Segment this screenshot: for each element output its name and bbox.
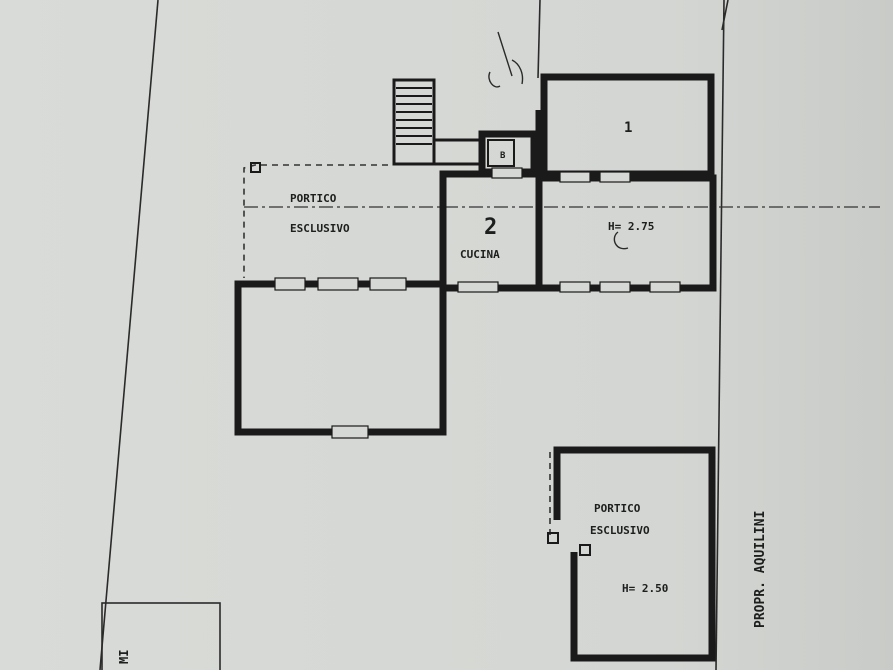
top-boundary-line (537, 0, 541, 79)
top-right-tick (721, 0, 729, 31)
middle-rooms-walls (439, 110, 717, 293)
portico-bottom-label-2: ESCLUSIVO (590, 524, 650, 537)
property-owner-label: PROPR. AQUILINI (753, 511, 768, 628)
kitchen-label: CUCINA (460, 248, 500, 261)
height-right-label: H= 2.75 (608, 220, 654, 233)
portico-top-label-1: PORTICO (290, 192, 337, 205)
left-room-walls (234, 277, 447, 439)
right-boundary-line (715, 0, 725, 670)
handwritten-marks (488, 31, 629, 250)
corner-fragment-label: MI (117, 650, 131, 664)
height-bottom-label: H= 2.50 (622, 582, 668, 595)
bath-mark: B (500, 151, 506, 161)
left-boundary-line (99, 0, 159, 670)
portico-top-label-2: ESCLUSIVO (290, 222, 350, 235)
portico-top-outline (243, 162, 388, 278)
staircase (392, 78, 480, 166)
adjacent-building-fragment (101, 602, 221, 670)
room-one-mark: 1 (624, 120, 632, 136)
portico-bottom-walls (547, 446, 716, 662)
kitchen-number: 2 (484, 215, 497, 240)
portico-bottom-label-1: PORTICO (594, 502, 641, 515)
